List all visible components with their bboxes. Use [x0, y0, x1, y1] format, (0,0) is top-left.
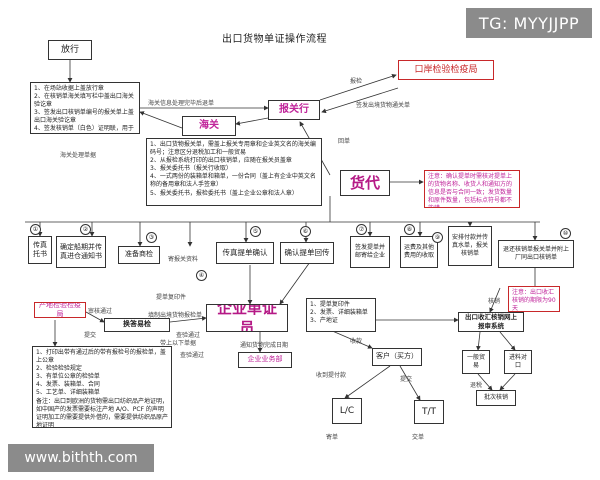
note-forwarder-steps: 1、出口货物报关单，需盖上报关专用章和企业英文名的海关编码号；注意区分退税加工和… — [146, 138, 322, 206]
row-box-8: 运费及其他费用的收取 — [400, 236, 438, 268]
edge-label-inspection-pass: 审核通过 — [88, 308, 113, 315]
note-origin-steps: 1、打印出带有通过后的带有报检号的报检单，盖上公章 2、检验检验规定 3、有单位… — [32, 346, 172, 428]
node-customs: 海关 — [182, 116, 236, 136]
edge-label-fill-form: 填制出境货物报检单 — [148, 312, 203, 319]
node-tt: T/T — [414, 400, 444, 424]
row-box-1: 传真托书 — [28, 236, 52, 264]
node-online-system: 出口收汇核销网上报审系统 — [458, 312, 524, 332]
node-port-inspection: 口岸检验检疫局 — [398, 60, 494, 80]
watermark-top: TG: MYYJJPP — [466, 8, 592, 38]
edge-label-trade-sell: 交单 — [412, 434, 425, 441]
node-customer: 客户（买方） — [372, 348, 422, 366]
edge-label-broker-to-port: 报检 — [350, 78, 363, 85]
step-number-3: ③ — [146, 232, 157, 243]
step-number-6: ⑥ — [300, 226, 311, 237]
page-title: 出口货物单证操作流程 — [222, 34, 327, 45]
edge-label-mail: 寄单 — [326, 434, 339, 441]
node-release: 放行 — [48, 40, 92, 60]
step-number-5: ⑤ — [250, 226, 261, 237]
edge-label-feedback: 回单 — [338, 138, 351, 145]
edge-label-confirm: 核销 — [488, 298, 501, 305]
step-number-8: ⑧ — [404, 224, 415, 235]
step-number-9: ⑨ — [432, 232, 443, 243]
node-processing-trade: 进料对口 — [504, 350, 532, 374]
edge-label-customs-pay: 海关处理单据 — [60, 152, 97, 159]
step-number-2: ② — [80, 224, 91, 235]
step-number-4: ④ — [196, 270, 207, 281]
edge-label-submit: 提交 — [84, 332, 97, 339]
note-enterprise-items: 1、提单复印件 2、发票、详细装箱单 3、产地证 — [306, 298, 376, 332]
edge-label-collect: 收到提付款 — [316, 372, 347, 379]
step-number-1: ① — [30, 224, 41, 235]
node-enterprise-dept: 企业业务部 — [238, 352, 292, 368]
row-box-5: 传真提单确认 — [216, 242, 274, 264]
node-origin-inspection: 产地检验检疫局 — [34, 302, 86, 318]
row-box-10: 退还核销单报关单并附上厂同出口核销单 — [498, 240, 574, 268]
watermark-bottom: www.bithth.com — [8, 444, 154, 472]
note-release-steps: 1、在场站收据上盖放行章 2、在核销单海关填写栏中盖出口海关验讫章 3、签发出口… — [30, 82, 140, 134]
edge-label-notify-delivery: 通知货物完成日期 — [240, 342, 289, 349]
row-box-3: 准备商检 — [118, 246, 160, 264]
step-number-10: ⑩ — [560, 228, 571, 239]
edge-label-pass-checked: 查验通过 — [176, 332, 201, 339]
node-verify: 批次核销 — [476, 390, 516, 406]
note-forwarder: 注意：确认提单时需核对提单上的货物名称、收货人和通知方的信息是否与合同一致；发货… — [424, 170, 520, 208]
step-number-7: ⑦ — [356, 224, 367, 235]
edge-label-refund: 退税 — [470, 382, 483, 389]
note-online: 注意：出口收汇核销的期限为90天 — [508, 286, 560, 312]
edge-label-submit-tax: 提交 — [400, 376, 413, 383]
edge-label-check-release: 查验通过 — [180, 352, 205, 359]
edge-label-pay-info: 收款 — [350, 338, 363, 345]
row-box-2: 确定船期并传真进仓通知书 — [56, 236, 106, 268]
edge-label-customs-to-broker: 海关信息处理完毕后退单 — [148, 100, 215, 107]
node-forwarder: 货代 — [340, 170, 390, 196]
row-box-9: 安排付款并传真水单，报关核销单 — [448, 226, 492, 266]
node-replace-form: 换答易检 — [104, 318, 170, 332]
node-lc: L/C — [332, 398, 362, 424]
node-enterprise-docs: 企业单证员 — [206, 304, 288, 332]
edge-label-with: 带上以下单据 — [160, 340, 197, 347]
node-customs-broker: 报关行 — [268, 100, 320, 120]
row-box-4: 寄报关资料 — [168, 256, 199, 263]
row-box-6: 确认提单回传 — [280, 242, 334, 264]
node-general-trade: 一般贸易 — [462, 350, 490, 374]
edge-label-port-to-broker: 签发出境货物通关单 — [356, 102, 411, 109]
edge-label-rec-doc: 提单复印件 — [156, 294, 187, 301]
row-box-7: 签发提单并邮寄给企业 — [350, 236, 390, 268]
